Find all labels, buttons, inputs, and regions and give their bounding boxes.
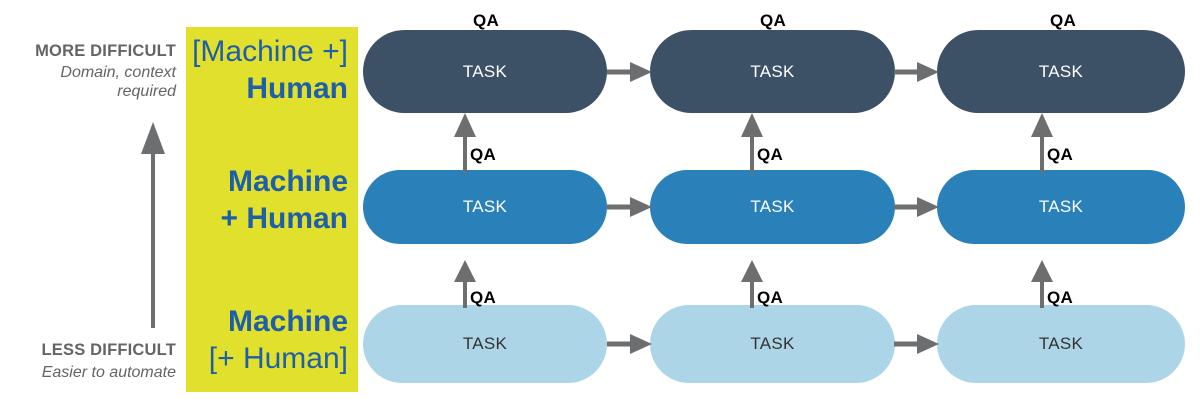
task-pill[interactable]: TASK — [363, 170, 607, 244]
task-label: TASK — [1038, 334, 1084, 353]
category-line-1: Machine — [227, 165, 348, 198]
qa-up-arrow-icon — [453, 260, 477, 313]
qa-label: QA — [757, 145, 784, 164]
category-band — [186, 27, 358, 392]
task-pill[interactable]: TASK — [650, 170, 895, 244]
task-pill[interactable]: TASK — [937, 30, 1185, 113]
qa-label: QA — [470, 288, 497, 307]
task-label: TASK — [750, 334, 795, 353]
axis-label-less-difficult: LESS DIFFICULT — [41, 341, 176, 359]
flow-right-arrow-icon — [607, 197, 653, 222]
task-label: TASK — [750, 197, 795, 216]
category-line-1: Machine — [227, 305, 348, 338]
qa-label: QA — [760, 11, 787, 30]
category-label-machine-and-human: Machine + Human — [186, 163, 348, 237]
flow-right-arrow-icon — [894, 62, 940, 87]
category-label-machine-optional-human: Machine [+ Human] — [186, 303, 348, 377]
qa-up-arrow-icon — [1030, 260, 1054, 313]
task-label: TASK — [462, 61, 508, 81]
qa-label: QA — [1047, 288, 1074, 307]
task-label: TASK — [462, 334, 508, 353]
qa-label: QA — [1050, 11, 1077, 30]
flow-right-arrow-icon — [607, 62, 653, 87]
task-label: TASK — [1038, 197, 1084, 216]
axis-sublabel-more-difficult: Domain, context required — [0, 63, 176, 101]
difficulty-up-arrow-icon — [140, 118, 166, 333]
qa-label: QA — [473, 11, 500, 30]
task-label: TASK — [462, 197, 508, 216]
task-pill[interactable]: TASK — [937, 170, 1185, 244]
qa-label: QA — [1047, 145, 1074, 164]
task-pill[interactable]: TASK — [650, 30, 895, 113]
qa-up-arrow-icon — [1030, 113, 1054, 178]
task-label: TASK — [1038, 61, 1084, 81]
flow-right-arrow-icon — [894, 334, 940, 359]
task-pill[interactable]: TASK — [937, 305, 1185, 383]
flow-right-arrow-icon — [894, 197, 940, 222]
category-line-1: [Machine +] — [192, 35, 348, 68]
category-line-2: Human — [246, 72, 348, 105]
task-pill[interactable]: TASK — [650, 305, 895, 383]
qa-up-arrow-icon — [740, 260, 764, 313]
axis-sublabel-less-difficult: Easier to automate — [41, 364, 176, 381]
axis-sublabel-line1: Domain, context — [60, 64, 176, 81]
axis-label-more-difficult: MORE DIFFICULT — [35, 42, 176, 60]
category-line-2: + Human — [220, 202, 348, 235]
flow-right-arrow-icon — [607, 334, 653, 359]
category-line-2: [+ Human] — [208, 342, 348, 375]
task-pill[interactable]: TASK — [363, 305, 607, 383]
qa-up-arrow-icon — [740, 113, 764, 178]
task-pill[interactable]: TASK — [363, 30, 607, 113]
qa-up-arrow-icon — [453, 113, 477, 178]
qa-label: QA — [757, 288, 784, 307]
category-label-machine-plus-human: [Machine +] Human — [186, 33, 348, 107]
qa-label: QA — [470, 145, 497, 164]
task-label: TASK — [750, 61, 795, 81]
axis-sublabel-line2: required — [117, 83, 176, 100]
